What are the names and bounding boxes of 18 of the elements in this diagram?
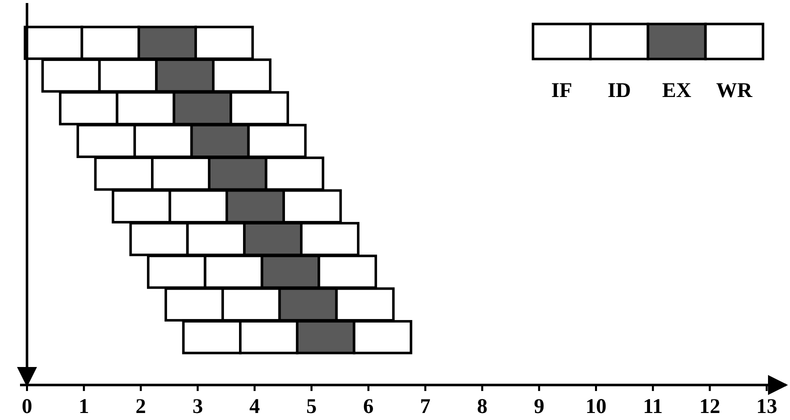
tick-label: 10 [586,396,606,417]
tick-label: 8 [476,396,488,417]
tick-label: 7 [420,396,431,417]
legend-label: IF [551,80,572,101]
tick-label: 0 [22,396,32,417]
legend-label: EX [662,80,692,101]
legend-label: WR [716,80,752,101]
legend-label: ID [608,80,631,101]
tick-label: 4 [249,396,260,417]
tick-label: 9 [534,396,544,417]
tick-label: 5 [306,396,317,417]
tick-label: 1 [78,396,90,417]
tick-label: 6 [363,396,374,417]
tick-label: 13 [756,396,778,417]
tick-label: 11 [642,396,663,417]
tick-label: 12 [699,396,720,417]
tick-label: 3 [192,396,203,417]
tick-label: 2 [136,396,146,417]
